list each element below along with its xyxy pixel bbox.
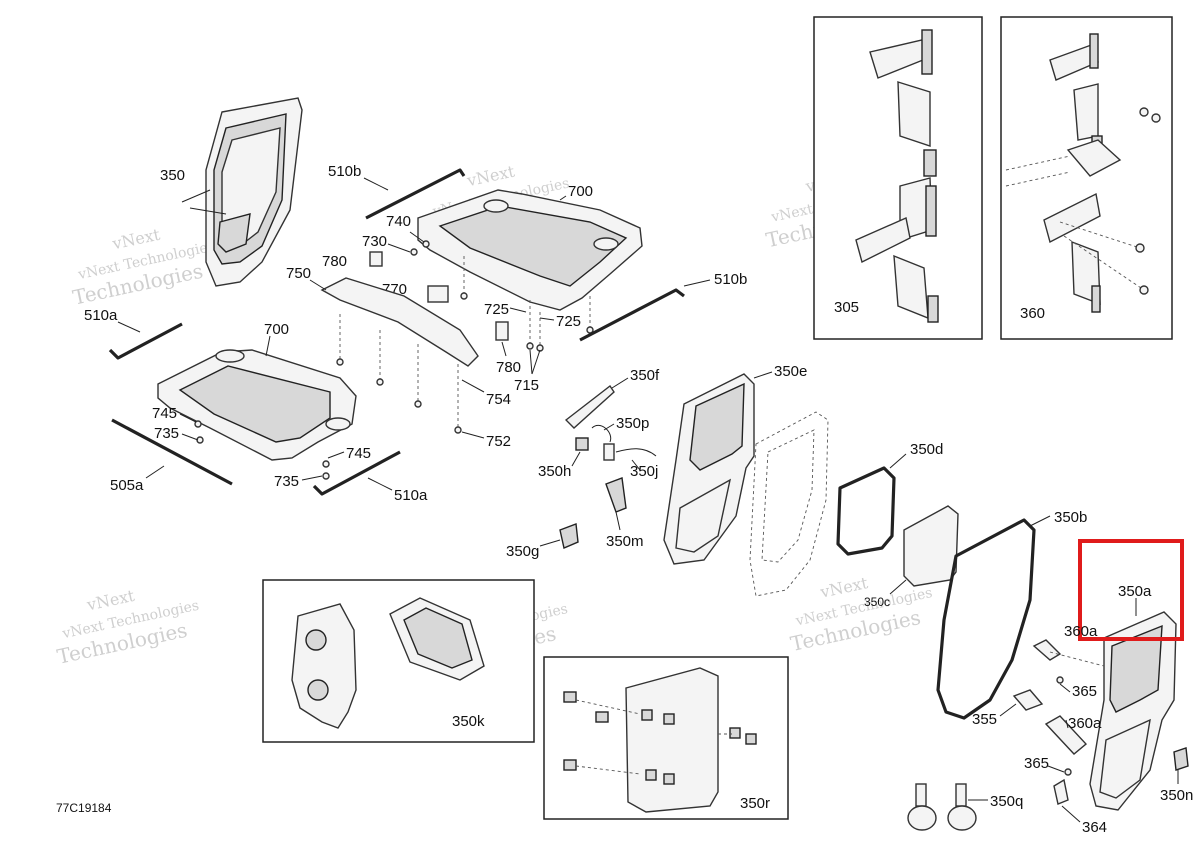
watermark-line-1: vNext: [84, 586, 136, 615]
label-350g: 350g: [506, 543, 539, 560]
window-350c: [903, 505, 959, 587]
label-725-b: 725: [556, 313, 581, 330]
label-350d: 350d: [910, 441, 943, 458]
label-365-lower: 365: [1024, 755, 1049, 772]
label-350j: 350j: [630, 463, 658, 480]
screw-365-upper: [1056, 676, 1064, 684]
label-360a-upper: 360a: [1064, 623, 1098, 640]
label-510b-upper: 510b: [328, 163, 361, 180]
label-350h: 350h: [538, 463, 571, 480]
watermark-line-1: vNext: [818, 573, 870, 602]
handle-350g: [539, 523, 579, 549]
label-305: 305: [834, 299, 859, 316]
label-752: 752: [486, 433, 511, 450]
bracket-750: [309, 277, 479, 367]
door-assembly-350: [181, 97, 303, 287]
latch-350n: [1173, 747, 1189, 771]
inset-350r: [543, 656, 789, 820]
label-510a-left: 510a: [84, 307, 118, 324]
screw-365-lower: [1064, 768, 1072, 776]
label-750: 750: [286, 265, 311, 282]
keys-350q: [907, 783, 988, 831]
panel-700-front: [157, 335, 357, 461]
label-510a-right: 510a: [394, 487, 428, 504]
label-745-right: 745: [346, 445, 371, 462]
handle-350m: [605, 477, 627, 531]
label-350c: 350c: [864, 595, 890, 609]
seal-350b: [936, 518, 1036, 720]
watermark-1: vNext vNext Technologies Technologies: [71, 225, 217, 310]
label-780-lower: 780: [496, 359, 521, 376]
label-350f: 350f: [630, 367, 660, 384]
seal-510b-upper: [365, 168, 466, 220]
highlight-box-350a: [1078, 539, 1184, 641]
watermark-line-1: vNext: [464, 161, 516, 190]
label-350m: 350m: [606, 533, 644, 550]
inset-360: [1000, 16, 1173, 340]
label-350b: 350b: [1054, 509, 1087, 526]
label-740: 740: [386, 213, 411, 230]
screw-745-right: [322, 460, 330, 468]
label-745-left: 745: [152, 405, 177, 422]
label-505a: 505a: [110, 477, 144, 494]
label-365-upper: 365: [1072, 683, 1097, 700]
screw-740: [409, 231, 430, 248]
handle-350h: [571, 437, 589, 467]
label-350e: 350e: [774, 363, 807, 380]
label-360a-lower: 360a: [1068, 715, 1102, 732]
door-ghost-frame: [749, 411, 829, 597]
door-frame-350a: [1089, 598, 1177, 811]
screw-745-left: [194, 420, 202, 428]
label-510b-right: 510b: [714, 271, 747, 288]
hinge-360a-upper: [1032, 639, 1105, 667]
screw-730: [387, 243, 418, 256]
door-frame-350e: [663, 371, 773, 565]
label-355: 355: [972, 711, 997, 728]
label-350k: 350k: [452, 713, 485, 730]
screw-735-right: [322, 472, 330, 480]
panel-700-rear: [417, 189, 643, 311]
strip-505a: [111, 418, 233, 486]
label-350n: 350n: [1160, 787, 1193, 804]
trim-350f: [564, 377, 629, 429]
label-350q: 350q: [990, 793, 1023, 810]
inset-350k: [262, 579, 535, 743]
pad-770: [427, 285, 449, 303]
seal-510a-left: [108, 322, 183, 360]
label-780-upper: 780: [322, 253, 347, 270]
label-360: 360: [1020, 305, 1045, 322]
label-364: 364: [1082, 819, 1107, 836]
label-350: 350: [160, 167, 185, 184]
label-725-a: 725: [484, 301, 509, 318]
bracket-355: [1012, 689, 1044, 711]
latch-350j: [603, 443, 657, 471]
watermark-line-1: vNext: [110, 225, 162, 254]
label-350a: 350a: [1118, 583, 1152, 600]
label-350r: 350r: [740, 795, 770, 812]
pad-780-lower: [495, 321, 509, 341]
label-754: 754: [486, 391, 511, 408]
label-700-front: 700: [264, 321, 289, 338]
seal-510a-right: [312, 450, 401, 496]
label-730: 730: [362, 233, 387, 250]
label-735-left: 735: [154, 425, 179, 442]
label-735-right: 735: [274, 473, 299, 490]
cable-350p: [591, 423, 615, 443]
pad-780-upper: [369, 251, 383, 267]
seal-350d: [836, 466, 896, 556]
label-350p: 350p: [616, 415, 649, 432]
hinge-360a-lower: [1044, 715, 1088, 755]
label-700-rear: 700: [568, 183, 593, 200]
inset-305: [813, 16, 983, 340]
figure-code: 77C19184: [56, 801, 112, 815]
pin-364: [1053, 778, 1069, 805]
watermark-4: vNext vNext Technologies Technologies: [55, 586, 201, 669]
seal-510b-right: [579, 288, 685, 342]
label-715: 715: [514, 377, 539, 394]
